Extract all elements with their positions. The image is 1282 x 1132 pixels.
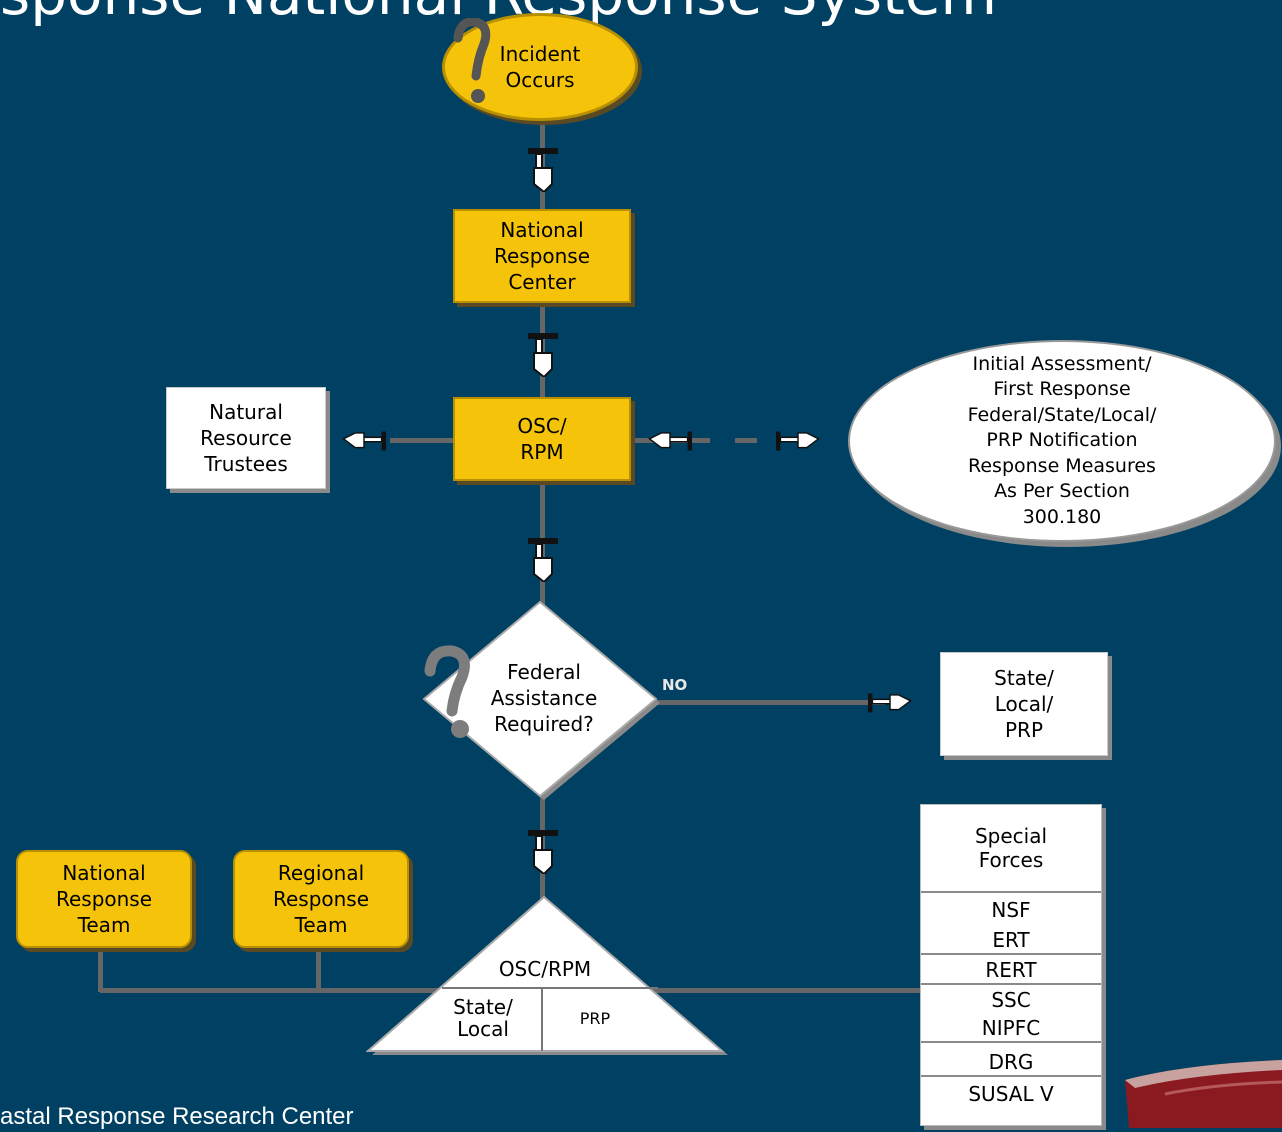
initial-assessment-oval: Initial Assessment/ First Response Feder… [848,340,1276,542]
special-forces-header: Special Forces [921,805,1101,891]
special-forces-item: SUSAL V [921,1075,1101,1107]
response-triangle [366,895,728,1055]
state-line-2: Local/ [994,692,1054,716]
trustees-line-3: Trustees [204,452,288,476]
pointing-hand-down-icon [528,538,558,582]
national-response-team-box: National Response Team [16,850,192,948]
assessment-line-4: PRP Notification [986,429,1138,452]
decision-line-1: Federal [507,660,581,684]
nrt-line-1: National [62,861,146,885]
pointing-hand-left-icon [342,428,386,454]
rrt-line-3: Team [294,913,348,937]
assessment-line-7: 300.180 [1022,505,1102,528]
incident-label: Incident Occurs [499,42,581,92]
nrc-line-2: Response [493,244,591,268]
decision-line-2: Assistance [490,686,598,710]
decision-diamond [422,600,660,800]
nrt-line-2: Response [55,887,153,911]
osc-rpm-box: OSC/ RPM [453,397,631,481]
footer-text: astal Response Research Center [0,1103,354,1130]
pointing-hand-down-icon [528,333,558,377]
connector-dash-1 [735,438,757,443]
assessment-line-5: Response Measures [968,454,1156,477]
decision-label: Federal Assistance Required? [470,656,618,740]
rrt-line-1: Regional [277,861,365,885]
assessment-line-3: Federal/State/Local/ [967,403,1157,426]
triangle-left-line-2: Local [457,1017,509,1041]
state-line-3: PRP [1004,718,1044,742]
connector-rrt-drop [316,950,321,992]
nrt-line-3: Team [77,913,131,937]
nrc-line-1: National [500,218,584,242]
triangle-top-label: OSC/RPM [498,957,592,981]
special-forces-item: DRG [921,1041,1101,1075]
special-forces-table: Special Forces NSF ERT RERT SSC NIPFC DR… [920,804,1102,1126]
pointing-hand-left-icon [648,428,692,454]
triangle-left-label: State/ Local [428,996,538,1040]
special-forces-item: SSC [921,983,1101,1013]
connector-osc-trustees [390,438,455,443]
national-response-center-box: National Response Center [453,209,631,303]
osc-line-2: RPM [520,440,564,464]
pointing-hand-right-icon [776,428,820,454]
osc-line-1: OSC/ [517,414,567,438]
assessment-line-2: First Response [993,378,1131,401]
pointing-hand-down-icon [528,830,558,874]
special-forces-header-line-2: Forces [978,848,1044,872]
regional-response-team-box: Regional Response Team [233,850,409,948]
special-forces-header-line-1: Special [974,824,1048,848]
pointing-hand-right-icon [868,690,912,716]
no-label: NO [662,676,688,694]
decision-line-3: Required? [494,712,594,736]
state-line-1: State/ [994,666,1054,690]
assessment-line-1: Initial Assessment/ [972,352,1152,375]
question-mark-icon [453,18,491,103]
trustees-line-1: Natural [209,400,283,424]
nrc-line-3: Center [508,270,576,294]
assessment-line-6: As Per Section [994,480,1130,503]
pointing-hand-down-icon [528,148,558,192]
state-local-prp-box: State/ Local/ PRP [940,652,1108,756]
page-title: sponse National Response System [0,0,1282,26]
question-mark-icon [424,645,470,738]
natural-resource-trustees-box: Natural Resource Trustees [166,387,326,489]
special-forces-item: NSF [921,891,1101,923]
special-forces-item: NIPFC [981,1016,1041,1040]
corner-swoosh-logo [1125,1060,1282,1128]
special-forces-item: ERT [992,928,1030,952]
triangle-left-line-1: State/ [453,995,513,1019]
special-forces-item: RERT [921,953,1101,983]
connector-decision-state [655,700,885,705]
trustees-line-2: Resource [200,426,292,450]
triangle-right-label: PRP [579,1009,611,1028]
connector-nrt-drop [98,950,103,992]
rrt-line-2: Response [272,887,370,911]
